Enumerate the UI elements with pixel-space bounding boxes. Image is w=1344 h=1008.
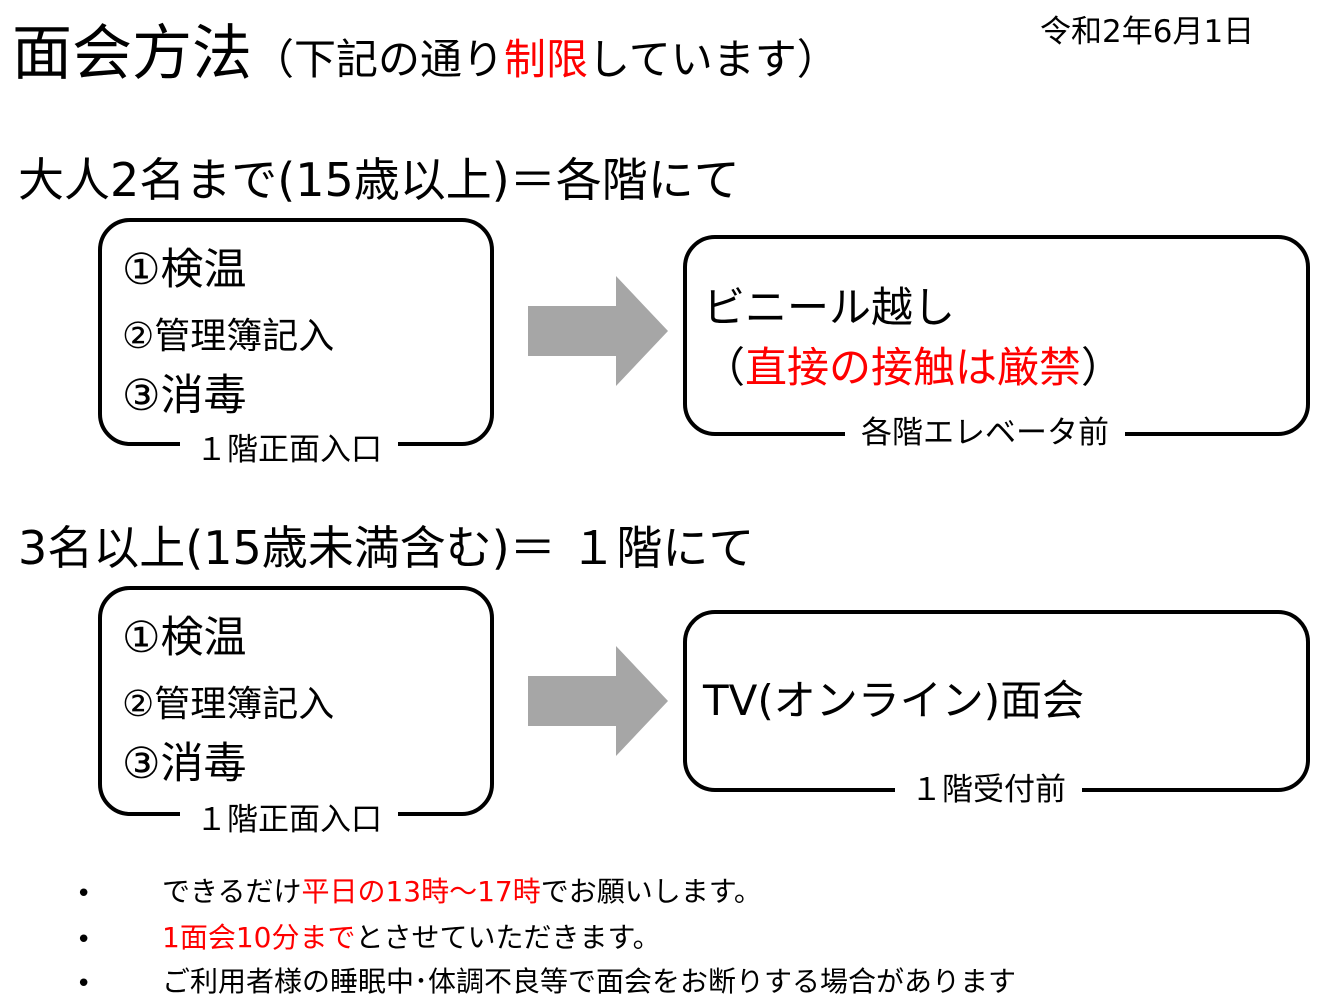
note-pre: ご利用者様の睡眠中･体調不良等で面会をお断りする場合があります [162, 965, 1017, 998]
section2-procedure-box: ①検温 ②管理簿記入 ③消毒 １階正面入口 [98, 586, 494, 838]
section1-visit-box: ビニール越し （直接の接触は厳禁） 各階エレベータ前 [683, 235, 1310, 451]
section2-right-caption: １階受付前 [895, 772, 1082, 808]
note-post: とさせていただきます。 [355, 921, 661, 954]
note-item: 1面会10分までとさせていただきます。 [162, 920, 661, 956]
title-sub-emphasis: 制限 [504, 35, 589, 84]
step-temperature-check: ①検温 [122, 613, 247, 663]
section2-heading: 3名以上(15歳未満含む)＝ １階にて [18, 521, 755, 575]
step-log-entry: ②管理簿記入 [122, 316, 335, 357]
note-item: ご利用者様の睡眠中･体調不良等で面会をお断りする場合があります [162, 964, 1016, 1000]
bullet-icon: • [76, 925, 92, 955]
bullet-icon: • [76, 969, 92, 999]
section1-visit-method: ビニール越し [703, 283, 956, 332]
title-sub-close: しています） [588, 35, 839, 84]
note-emphasis: 1面会10分まで [162, 921, 356, 954]
rule-open: （ [703, 343, 746, 392]
section1-right-caption: 各階エレベータ前 [845, 415, 1125, 451]
page-title: 面会方法（下記の通り制限しています） [12, 14, 839, 100]
step-disinfection: ③消毒 [122, 739, 247, 789]
title-sub-open: （下記の通り [252, 35, 505, 84]
section2-left-caption: １階正面入口 [180, 802, 398, 838]
section1-arrow-icon [528, 276, 668, 386]
note-pre: できるだけ [162, 875, 302, 908]
bullet-icon: • [76, 879, 92, 909]
rule-close: ） [1081, 343, 1124, 392]
section2-arrow-icon [528, 646, 668, 756]
notice-date: 令和2年6月1日 [1040, 14, 1255, 50]
section2-visit-method: TV(オンライン)面会 [703, 676, 1085, 725]
section2-visit-box: TV(オンライン)面会 １階受付前 [683, 610, 1310, 808]
note-post: でお願いします。 [540, 875, 762, 908]
step-temperature-check: ①検温 [122, 245, 247, 295]
section1-left-caption: １階正面入口 [180, 432, 398, 468]
section1-visit-rule: （直接の接触は厳禁） [703, 341, 1123, 395]
step-disinfection: ③消毒 [122, 371, 247, 421]
section1-procedure-box: ①検温 ②管理簿記入 ③消毒 １階正面入口 [98, 218, 494, 468]
step-log-entry: ②管理簿記入 [122, 684, 335, 725]
title-main: 面会方法 [12, 19, 252, 89]
title-subtitle: （下記の通り制限しています） [252, 35, 839, 84]
rule-emphasis: 直接の接触は厳禁 [745, 343, 1082, 392]
note-emphasis: 平日の13時～17時 [301, 875, 541, 908]
section1-heading: 大人2名まで(15歳以上)＝各階にて [18, 153, 740, 207]
note-item: できるだけ平日の13時～17時でお願いします。 [162, 874, 762, 910]
